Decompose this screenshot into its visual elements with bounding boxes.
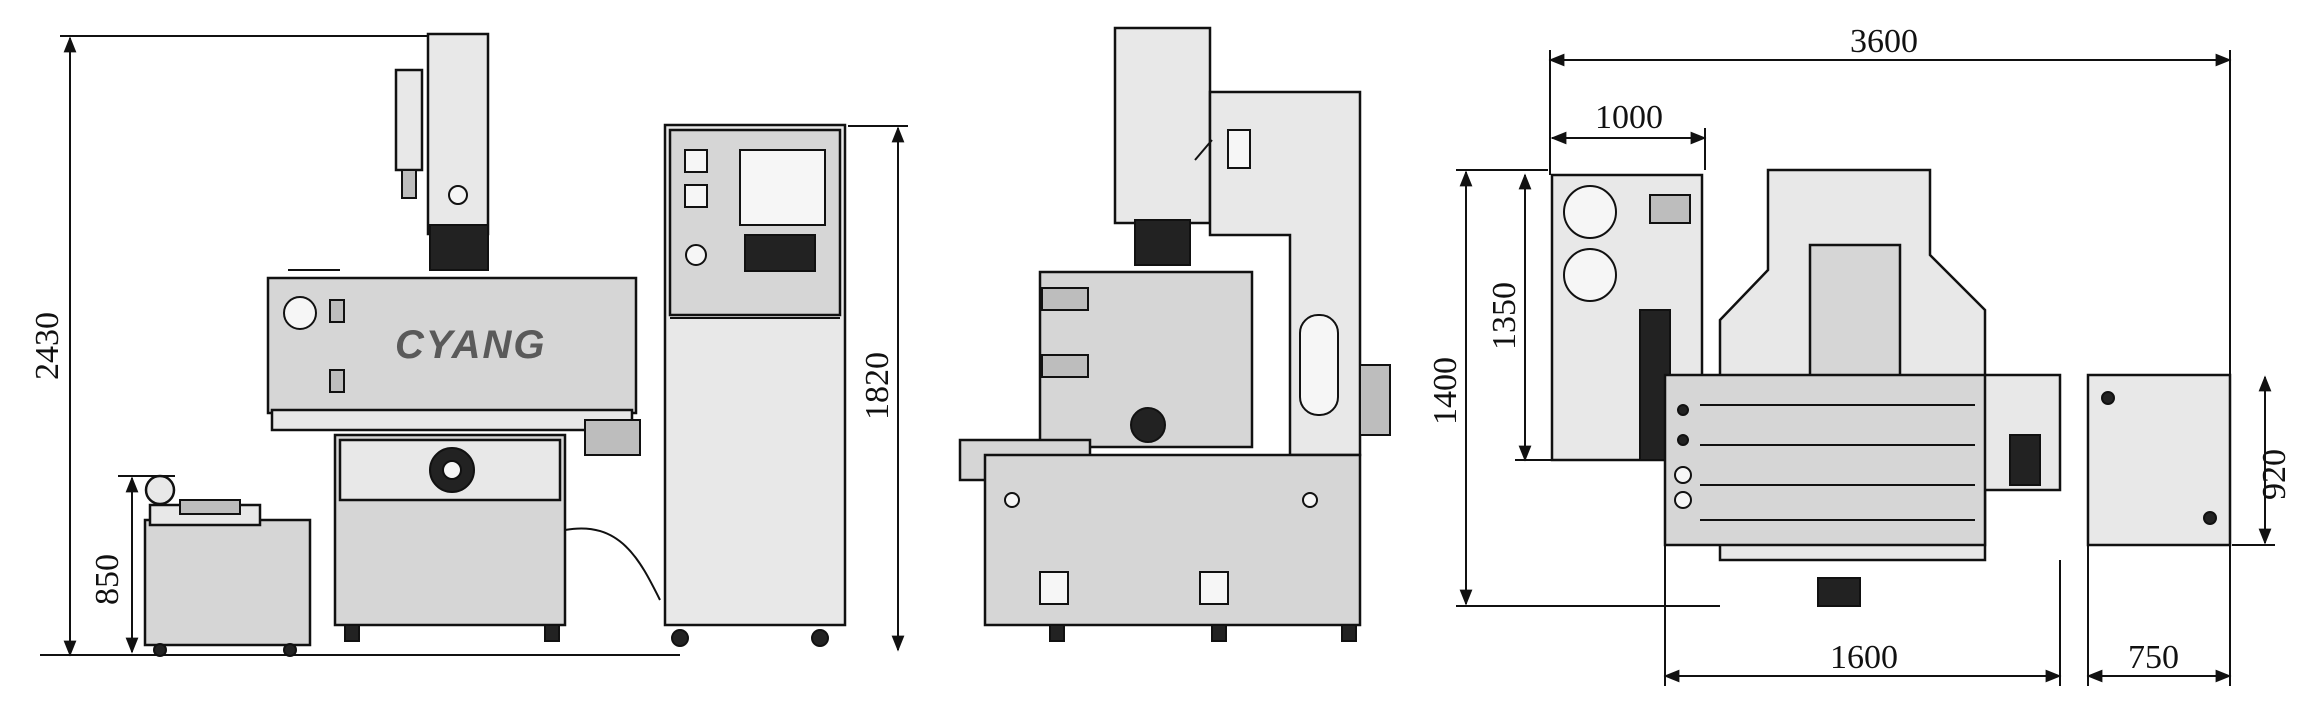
- foot-left: [344, 624, 360, 642]
- tank-wheel-right: [283, 643, 297, 657]
- tank-bottom-rail: [270, 408, 634, 432]
- side-foot-1: [1049, 624, 1065, 642]
- panel-button-2: [684, 184, 708, 208]
- side-vent-2: [1199, 571, 1229, 605]
- dim-label-750: 750: [2128, 639, 2179, 676]
- side-gauge: [1227, 129, 1251, 169]
- top-side-valve: [2009, 434, 2041, 486]
- column-knob: [448, 185, 468, 205]
- top-pump: [1649, 194, 1691, 224]
- table-knob-2: [1674, 491, 1692, 509]
- dim-label-1400: 1400: [1427, 357, 1464, 425]
- side-latch-2: [1041, 354, 1089, 378]
- cabinet-caster-left: [671, 629, 689, 647]
- emergency-stop: [685, 244, 707, 266]
- table-bolt-2: [1677, 434, 1689, 446]
- dim-label-1600: 1600: [1830, 639, 1898, 676]
- pump: [179, 499, 241, 515]
- side-foot-2: [1211, 624, 1227, 642]
- dim-label-1820: 1820: [859, 352, 896, 420]
- side-motor: [1359, 364, 1391, 436]
- side-bolt-left: [1004, 492, 1020, 508]
- side-head: [1113, 26, 1212, 225]
- brand-logo: CYANG: [395, 323, 546, 367]
- top-view: 3600 1000 1400 1350: [1427, 23, 2293, 686]
- cabinet-bolt-bottom: [2203, 511, 2217, 525]
- side-sight-window: [1299, 314, 1339, 416]
- top-filter-1: [1563, 185, 1617, 239]
- side-lever: [1194, 139, 1213, 161]
- side-handwheel: [1130, 407, 1166, 443]
- spindle-tip: [401, 169, 417, 199]
- side-bellows: [1134, 219, 1191, 266]
- pressure-gauge: [283, 296, 317, 330]
- top-front-handle: [1817, 577, 1861, 607]
- tank-wheel-left: [153, 643, 167, 657]
- dim-label-850: 850: [89, 554, 126, 605]
- side-valve: [584, 419, 641, 456]
- cabinet-bolt-top: [2101, 391, 2115, 405]
- foot-right: [544, 624, 560, 642]
- side-view: [958, 26, 1391, 642]
- keypad: [744, 234, 816, 272]
- filter-tank: [143, 518, 312, 647]
- dim-label-920: 920: [2256, 449, 2293, 500]
- cnc-screen: [739, 149, 826, 226]
- side-foot-3: [1341, 624, 1357, 642]
- tank-latch-top: [329, 299, 345, 323]
- side-vent-1: [1039, 571, 1069, 605]
- side-latch-1: [1041, 287, 1089, 311]
- panel-button-1: [684, 149, 708, 173]
- dim-label-1000: 1000: [1595, 99, 1663, 136]
- dim-label-2430: 2430: [29, 312, 66, 380]
- dim-label-3600: 3600: [1850, 23, 1918, 60]
- tank-latch-bottom: [329, 369, 345, 393]
- servo-motor: [394, 68, 424, 172]
- front-view: 2430 850 CYANG: [29, 32, 908, 657]
- handwheel-center: [442, 460, 462, 480]
- column-bellows: [429, 224, 489, 271]
- coolant-hose: [564, 527, 661, 601]
- table-knob-1: [1674, 466, 1692, 484]
- filter-bulb: [144, 474, 176, 506]
- top-filter-2: [1563, 248, 1617, 302]
- table-bolt-1: [1677, 404, 1689, 416]
- top-table: [1663, 373, 1987, 547]
- side-bolt-right: [1302, 492, 1318, 508]
- dim-label-1350: 1350: [1486, 282, 1523, 350]
- cabinet-caster-right: [811, 629, 829, 647]
